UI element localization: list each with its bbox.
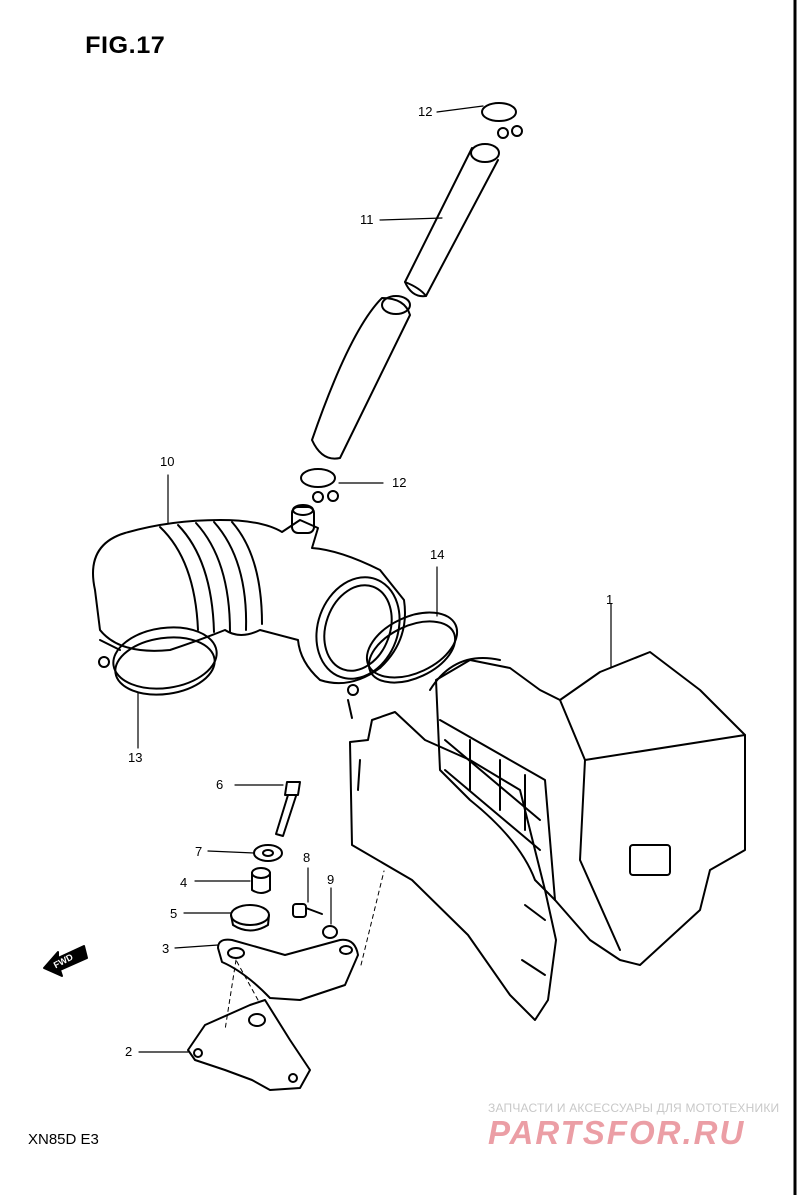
figure-title: FIG.17 xyxy=(85,32,166,59)
collar-icon xyxy=(251,867,271,894)
breather-hose-lower xyxy=(311,295,411,460)
small-bolt-icon xyxy=(292,903,323,918)
model-code: XN85D E3 xyxy=(28,1131,99,1148)
hose-clamp-upper xyxy=(481,102,523,139)
connector-band xyxy=(347,611,459,719)
callout-6: 6 xyxy=(216,777,224,792)
callout-1: 1 xyxy=(606,592,614,607)
callout-3: 3 xyxy=(162,941,170,956)
side-cover-plate xyxy=(349,711,557,1021)
callout-5: 5 xyxy=(170,906,178,921)
callout-12-upper: 12 xyxy=(418,104,433,119)
breather-hose-upper xyxy=(404,143,500,298)
bracket-upper xyxy=(217,938,359,1001)
watermark-caption: ЗАПЧАСТИ И АКСЕССУАРЫ ДЛЯ МОТОТЕХНИКИ xyxy=(488,1101,780,1115)
forward-arrow-icon xyxy=(43,945,88,977)
air-cleaner-case xyxy=(429,651,746,966)
hose-clamp-lower xyxy=(300,468,339,503)
callout-2: 2 xyxy=(125,1044,133,1059)
callout-14: 14 xyxy=(430,547,445,562)
callout-12-lower: 12 xyxy=(392,475,407,490)
boot-clamp xyxy=(98,626,218,696)
callout-11: 11 xyxy=(360,212,374,227)
grommet-icon xyxy=(230,904,270,932)
small-washer-icon xyxy=(322,925,338,939)
bracket-lower xyxy=(187,999,311,1091)
callout-9: 9 xyxy=(327,872,335,887)
callout-8: 8 xyxy=(303,850,311,865)
callout-10: 10 xyxy=(160,454,175,469)
mounting-bolt xyxy=(275,781,301,837)
washer-icon xyxy=(253,844,283,862)
watermark-logo: PARTSFOR.RU xyxy=(488,1114,746,1151)
callout-4: 4 xyxy=(180,875,188,890)
callout-7: 7 xyxy=(195,844,203,859)
intake-boot xyxy=(92,504,406,685)
callout-13: 13 xyxy=(128,750,143,765)
